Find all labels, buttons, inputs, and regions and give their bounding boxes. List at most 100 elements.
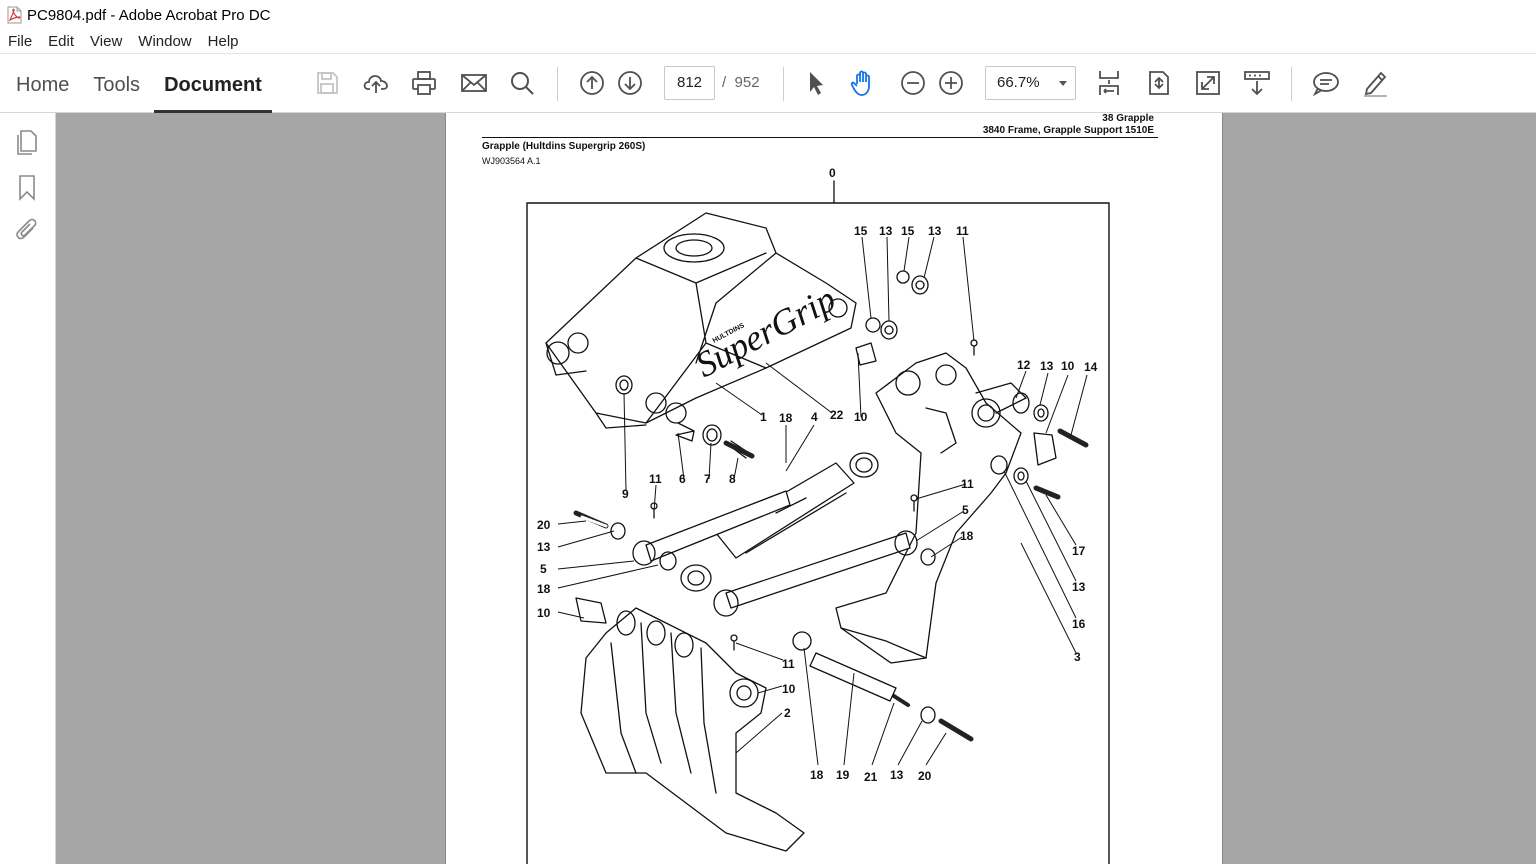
save-button[interactable]	[312, 68, 342, 98]
callout-label: 8	[729, 472, 736, 486]
full-screen-icon	[1196, 71, 1220, 95]
email-button[interactable]	[459, 68, 489, 98]
scrolling-mode-icon	[1099, 71, 1119, 95]
figure-title: Grapple (Hultdins Supergrip 260S)	[482, 141, 646, 152]
pdf-file-icon	[7, 6, 22, 24]
read-mode-button[interactable]	[1242, 68, 1272, 98]
total-pages: 952	[734, 74, 760, 91]
zoom-out-icon	[901, 71, 925, 95]
menu-file[interactable]: File	[8, 33, 33, 50]
zoom-value: 66.7%	[997, 74, 1040, 91]
upload-button[interactable]	[361, 68, 391, 98]
page-header-section: 38 Grapple	[1102, 113, 1154, 124]
next-page-button[interactable]	[615, 68, 645, 98]
callout-label: 1	[760, 410, 767, 424]
callout-label: 11	[956, 224, 969, 238]
zoom-level-select[interactable]: 66.7%	[985, 66, 1076, 100]
chevron-down-icon	[1059, 81, 1067, 86]
save-icon	[317, 72, 338, 94]
paperclip-icon	[16, 218, 37, 240]
callout-label: 19	[836, 768, 850, 782]
callout-label: 7	[704, 472, 711, 486]
callout-label: 4	[811, 410, 818, 424]
callout-label: 5	[962, 503, 969, 517]
full-screen-button[interactable]	[1193, 68, 1223, 98]
callout-label: 16	[1072, 617, 1086, 631]
search-button[interactable]	[507, 68, 537, 98]
callout-label: 12	[1017, 358, 1031, 372]
attachments-button[interactable]	[14, 216, 40, 244]
tab-document[interactable]: Document	[152, 55, 274, 113]
callout-label: 6	[679, 472, 686, 486]
bookmarks-button[interactable]	[14, 173, 40, 201]
callout-label: 20	[537, 518, 551, 532]
title-bar: PC9804.pdf - Adobe Acrobat Pro DC	[0, 0, 1536, 30]
arrow-up-circle-icon	[580, 71, 604, 95]
select-tool-button[interactable]	[800, 68, 830, 98]
page-separator: /	[722, 74, 727, 91]
callout-label: 0	[829, 166, 836, 180]
exploded-parts-diagram: SuperGrip HULTDINS	[526, 166, 1110, 864]
bookmark-icon	[19, 175, 35, 201]
print-button[interactable]	[409, 68, 439, 98]
scrolling-mode-button[interactable]	[1094, 68, 1124, 98]
arrow-down-circle-icon	[618, 71, 642, 95]
callout-label: 11	[649, 472, 662, 486]
view-tabs: Home Tools Document	[0, 55, 274, 113]
callout-label: 5	[540, 562, 547, 576]
callout-label: 11	[782, 657, 795, 671]
callout-label: 18	[537, 582, 551, 596]
zoom-in-button[interactable]	[936, 68, 966, 98]
toolbar-separator	[783, 67, 784, 101]
callout-label: 17	[1072, 544, 1086, 558]
callout-labels: 0 15 13 15 13 11 12 13 10 14 1 18 4 22 1…	[537, 166, 1098, 784]
callout-label: 11	[961, 477, 974, 491]
toolbar-separator	[1291, 67, 1292, 101]
figure-code: WJ903564 A.1	[482, 156, 541, 166]
cloud-upload-icon	[363, 75, 388, 93]
toolbar-separator	[557, 67, 558, 101]
comment-icon	[1312, 72, 1339, 97]
page-count: / 952	[722, 66, 760, 100]
tab-tools[interactable]: Tools	[93, 74, 141, 96]
callout-label: 15	[901, 224, 915, 238]
fill-sign-button[interactable]	[1360, 68, 1390, 98]
page-number-input[interactable]: 812	[664, 66, 715, 100]
search-icon	[511, 72, 534, 95]
main-toolbar: Home Tools Document	[0, 55, 1536, 113]
navigation-pane	[0, 113, 56, 864]
menu-window[interactable]: Window	[138, 33, 192, 50]
menu-help[interactable]: Help	[207, 33, 239, 50]
tab-home[interactable]: Home	[16, 74, 70, 96]
menu-view[interactable]: View	[90, 33, 123, 50]
callout-label: 20	[918, 769, 932, 783]
zoom-out-button[interactable]	[898, 68, 928, 98]
hand-icon	[850, 70, 870, 96]
document-viewer[interactable]: 38 Grapple 3840 Frame, Grapple Support 1…	[56, 113, 1536, 864]
menu-edit[interactable]: Edit	[48, 33, 75, 50]
callout-label: 13	[537, 540, 551, 554]
previous-page-button[interactable]	[577, 68, 607, 98]
window-title: PC9804.pdf - Adobe Acrobat Pro DC	[27, 6, 271, 24]
callout-label: 22	[830, 408, 844, 422]
print-icon	[412, 71, 436, 95]
pointer-icon	[810, 72, 823, 95]
fit-page-button[interactable]	[1144, 68, 1174, 98]
callout-label: 13	[890, 768, 904, 782]
hand-tool-button[interactable]	[848, 68, 878, 98]
callout-label: 3	[1074, 650, 1081, 664]
zoom-in-icon	[939, 71, 963, 95]
pdf-page: 38 Grapple 3840 Frame, Grapple Support 1…	[445, 113, 1223, 864]
callout-label: 18	[779, 411, 793, 425]
callout-label: 21	[864, 770, 878, 784]
callout-label: 14	[1084, 360, 1098, 374]
comment-button[interactable]	[1311, 68, 1341, 98]
page-thumbnails-button[interactable]	[14, 127, 40, 155]
callout-label: 18	[810, 768, 824, 782]
fit-page-icon	[1149, 71, 1169, 95]
read-mode-icon	[1244, 71, 1270, 96]
callout-label: 18	[960, 529, 974, 543]
page-thumbnails-icon	[17, 130, 37, 155]
menu-bar: File Edit View Window Help	[0, 30, 1536, 54]
callout-label: 10	[537, 606, 551, 620]
